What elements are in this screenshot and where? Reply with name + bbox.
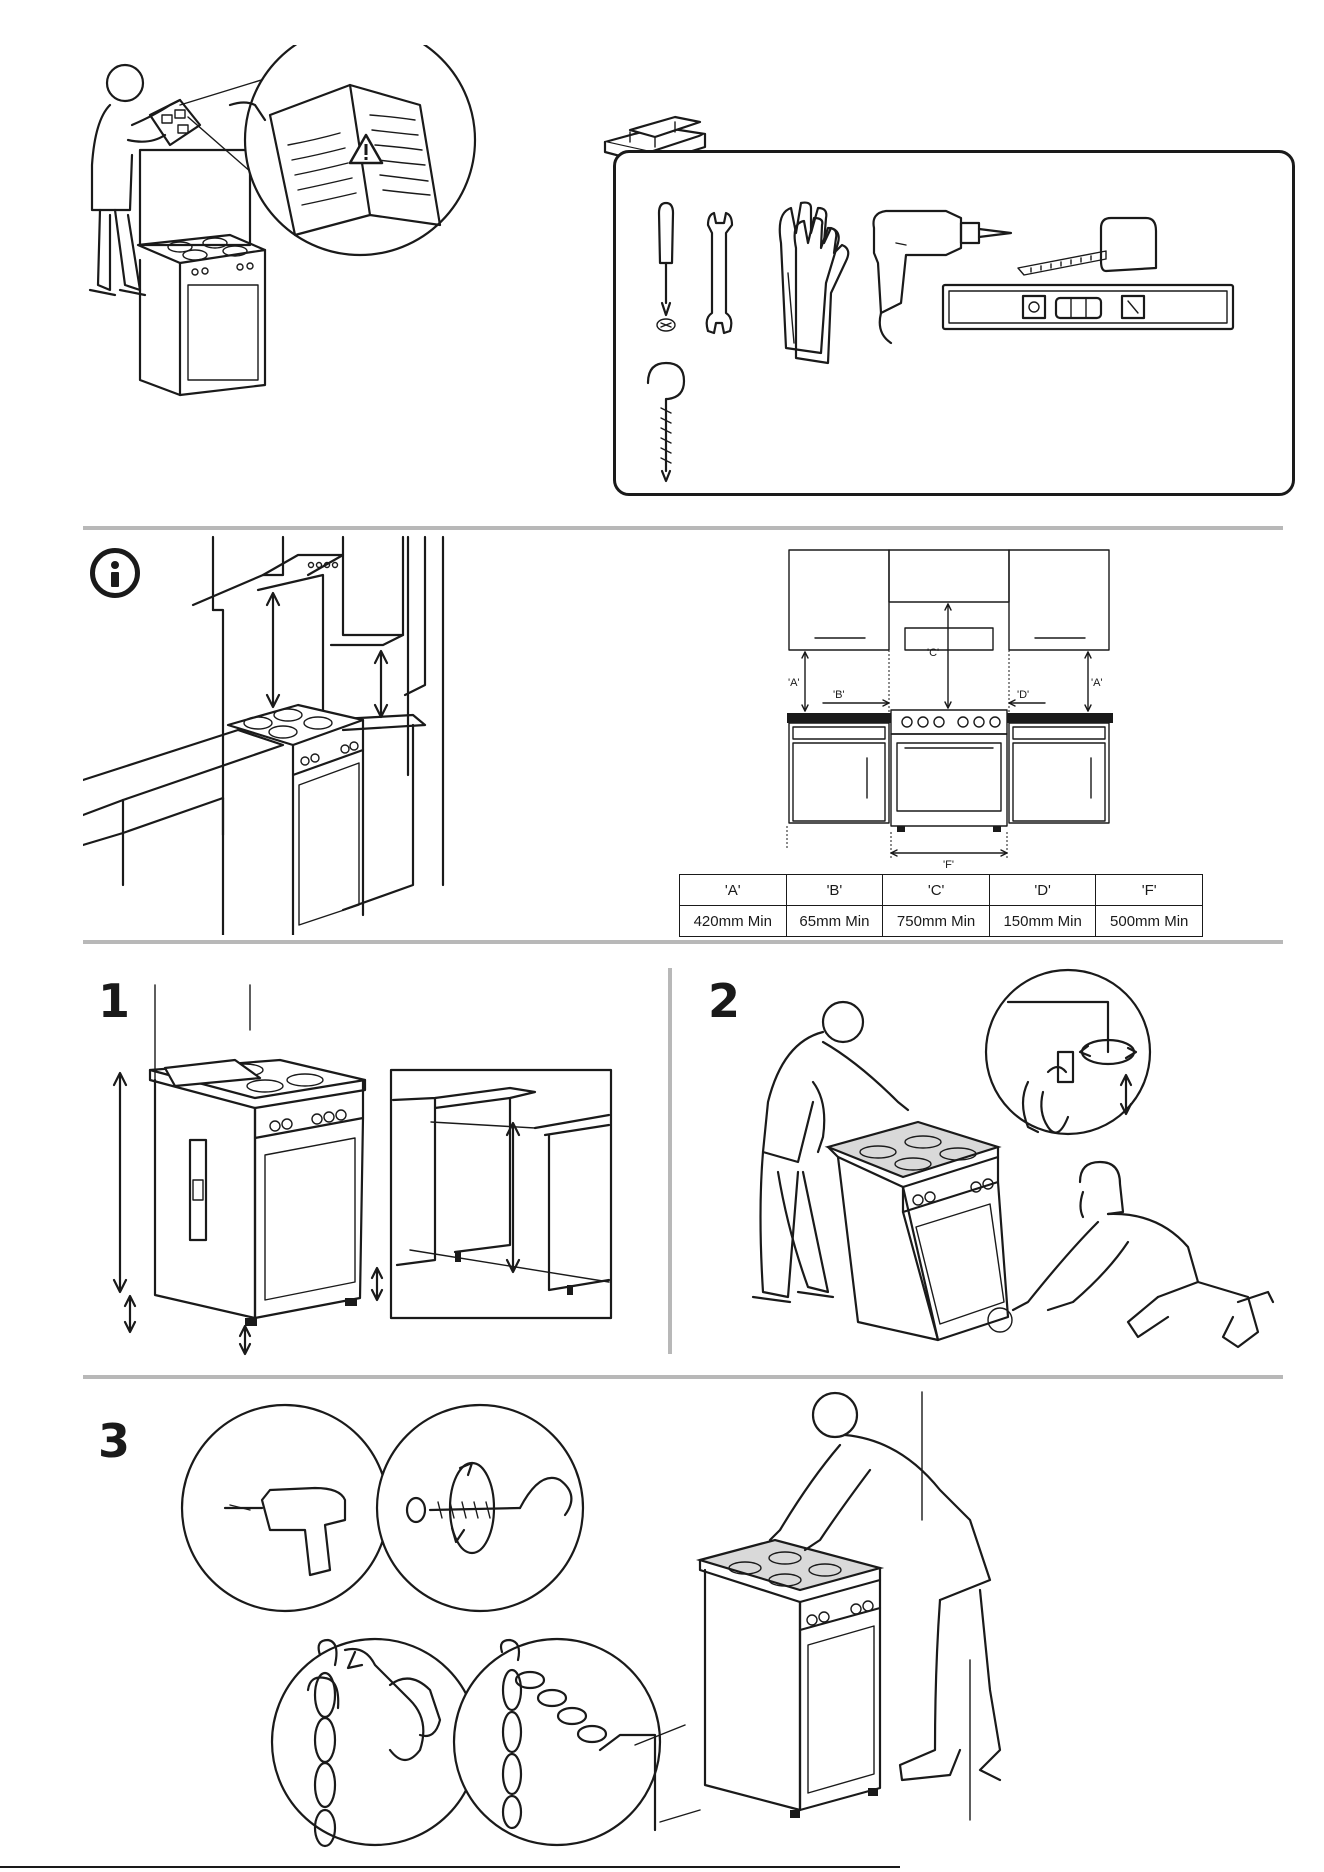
man-reading-manual [90,65,200,295]
hook-dowel-circle [377,1405,583,1611]
table-header-b: 'B' [786,875,883,906]
dim-label-c: 'C' [927,647,939,659]
table-header-a: 'A' [680,875,787,906]
hook-icon [648,363,684,481]
gloves-icon [780,203,849,363]
screwdriver-icon [657,203,675,331]
spirit-level-icon [943,285,1233,329]
cooker-installed [228,705,363,935]
clearance-table: 'A' 'B' 'C' 'D' 'F' 420mm Min 65mm Min 7… [679,874,1203,937]
kitchen-perspective-illustration [83,535,603,935]
dim-label-a-right: 'A' [1091,677,1103,689]
table-cell-d: 150mm Min [989,906,1096,937]
clearance-front-diagram: 'A' 'A' 'B' 'C' 'D' 'F' [785,548,1115,874]
divider-steps-vertical [668,968,672,1354]
footer-rule [0,1866,900,1868]
table-header-c: 'C' [883,875,990,906]
dim-label-f: 'F' [943,859,954,871]
dim-label-d: 'D' [1017,689,1029,701]
woman-adjusting-feet [1013,1162,1273,1347]
dim-label-b: 'B' [833,689,845,701]
cooker-leveling [150,1060,365,1326]
table-header-d: 'D' [989,875,1096,906]
table-cell-f: 500mm Min [1096,906,1203,937]
step-1-illustration [105,980,625,1360]
table-cell-b: 65mm Min [786,906,883,937]
table-header-f: 'F' [1096,875,1203,906]
divider-top [83,526,1283,530]
table-cell-a: 420mm Min [680,906,787,937]
step-3-illustration [180,1390,1280,1860]
foot-adjust-zoom [986,970,1150,1134]
table-cell-c: 750mm Min [883,906,990,937]
wrench-icon [707,213,732,333]
dim-label-a-left: 'A' [788,677,800,689]
tools-box [613,150,1295,496]
cooker-intro [138,150,265,395]
chain-hook-circle-1 [272,1639,478,1846]
divider-bottom [83,1375,1283,1379]
drill-wall-circle [182,1405,388,1611]
table-row: 420mm Min 65mm Min 750mm Min 150mm Min 5… [680,906,1203,937]
divider-middle [83,940,1283,944]
cooker-tilted [828,1122,1012,1340]
intro-illustration [70,45,510,465]
tape-measure-icon [1018,218,1156,275]
warning-triangle-icon [348,133,384,165]
chain-hook-circle-2 [454,1639,660,1845]
cooker-chain-secured [700,1540,880,1818]
table-header-row: 'A' 'B' 'C' 'D' 'F' [680,875,1203,906]
step-2-illustration [728,952,1288,1372]
step-3-number: 3 [98,1418,130,1464]
